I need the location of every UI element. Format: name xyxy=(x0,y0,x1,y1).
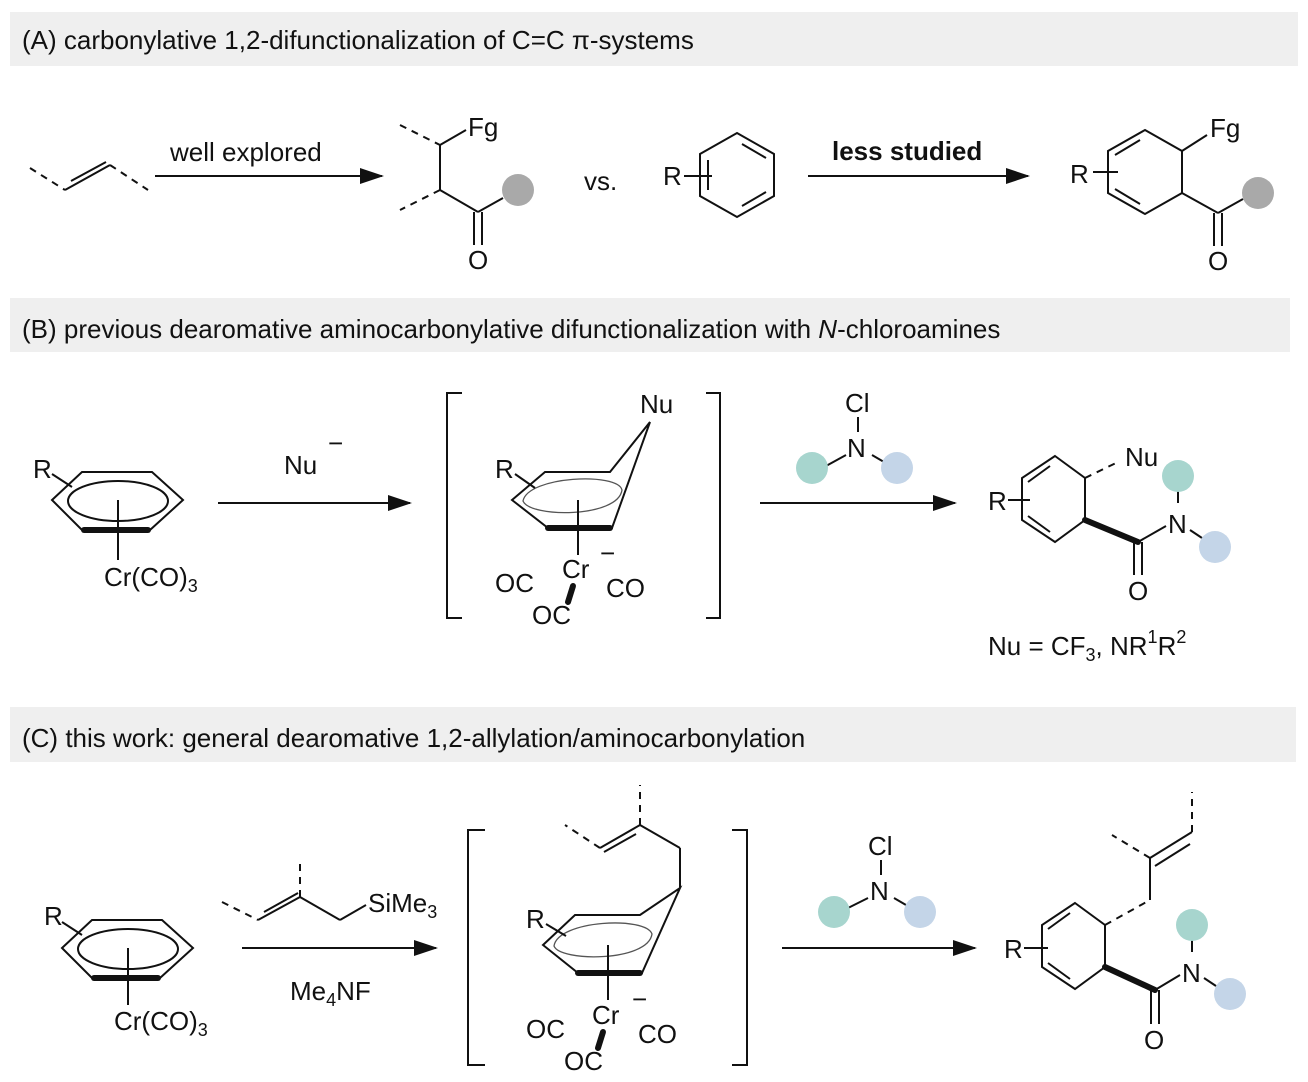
charge-label: − xyxy=(632,984,647,1014)
teal-group-circle xyxy=(1176,909,1208,941)
r-label: R xyxy=(988,486,1007,516)
fg-label: Fg xyxy=(468,112,498,142)
allylated-amide-product: R O N xyxy=(1004,792,1246,1055)
allylsilane-reagent: SiMe3 xyxy=(221,858,437,922)
blue-group-circle xyxy=(1214,978,1246,1010)
r-label: R xyxy=(44,901,63,931)
nu-label: Nu xyxy=(1125,442,1158,472)
alkene-substrate xyxy=(29,161,149,191)
teal-group-circle xyxy=(1162,460,1194,492)
section-c-header xyxy=(10,707,1296,762)
co-ligand-label: OC xyxy=(526,1014,565,1044)
amide-product: R Nu O N xyxy=(988,442,1231,606)
r-label: R xyxy=(526,904,545,934)
vs-label: vs. xyxy=(584,166,617,196)
oxygen-label: O xyxy=(1128,576,1148,606)
alkene-product: Fg O xyxy=(399,112,534,275)
me4nf-label: Me4NF xyxy=(290,976,371,1010)
co-ligand-label: OC xyxy=(495,568,534,598)
section-c: (C) this work: general dearomative 1,2-a… xyxy=(10,707,1296,1076)
section-a-header xyxy=(10,12,1298,66)
nu-label: Nu xyxy=(640,389,673,419)
n-chloroamine-reagent: Cl N xyxy=(818,831,936,928)
dearomatized-product: R Fg O xyxy=(1070,113,1274,276)
blue-group-circle xyxy=(1199,531,1231,563)
r-label: R xyxy=(33,454,52,484)
co-ligand-label: CO xyxy=(638,1019,677,1049)
oxygen-label: O xyxy=(1144,1025,1164,1055)
anionic-intermediate: Nu R Cr − OC CO OC xyxy=(446,389,721,630)
section-b-header xyxy=(10,298,1290,352)
section-c-title: (C) this work: general dearomative 1,2-a… xyxy=(22,723,805,753)
n-label: N xyxy=(870,876,889,906)
section-b: (B) previous dearomative aminocarbonylat… xyxy=(10,298,1290,665)
r-label: R xyxy=(663,161,682,191)
arrow-label: well explored xyxy=(169,137,322,167)
r-label: R xyxy=(495,454,514,484)
sime3-label: SiMe3 xyxy=(368,888,437,922)
n-label: N xyxy=(847,433,866,463)
oxygen-label: O xyxy=(468,245,488,275)
cr-label: Cr xyxy=(592,1000,620,1030)
cr-co3-label: Cr(CO)3 xyxy=(104,562,198,596)
teal-group-circle xyxy=(796,452,828,484)
r-label: R xyxy=(1070,159,1089,189)
nu-reagent-label: Nu xyxy=(284,450,317,480)
blue-group-circle xyxy=(881,452,913,484)
co-ligand-label: OC xyxy=(532,600,571,630)
n-label: N xyxy=(1182,958,1201,988)
fg-label: Fg xyxy=(1210,113,1240,143)
charge-label: − xyxy=(600,538,615,568)
gray-group-circle xyxy=(502,174,534,206)
n-label: N xyxy=(1168,509,1187,539)
section-a-title: (A) carbonylative 1,2-difunctionalizatio… xyxy=(22,25,694,55)
blue-group-circle xyxy=(904,896,936,928)
co-ligand-label: CO xyxy=(606,573,645,603)
n-chloroamine-reagent: Cl N xyxy=(796,388,913,484)
r-label: R xyxy=(1004,934,1023,964)
cl-label: Cl xyxy=(845,388,870,418)
arrow-label: less studied xyxy=(832,136,982,166)
section-a: (A) carbonylative 1,2-difunctionalizatio… xyxy=(10,12,1298,276)
section-b-title: (B) previous dearomative aminocarbonylat… xyxy=(22,314,1000,344)
teal-group-circle xyxy=(818,896,850,928)
cr-co3-label: Cr(CO)3 xyxy=(114,1006,208,1040)
cl-label: Cl xyxy=(868,831,893,861)
arene-substrate: R xyxy=(663,131,775,219)
oxygen-label: O xyxy=(1208,246,1228,276)
arene-chromium-complex: R Cr(CO)3 xyxy=(44,901,208,1040)
charge-label: − xyxy=(328,428,343,458)
co-ligand-label: OC xyxy=(564,1046,603,1076)
allyl-intermediate: R Cr − OC CO OC xyxy=(467,785,748,1076)
cr-label: Cr xyxy=(562,554,590,584)
nucleophile-definition: Nu = CF3, NR1R2 xyxy=(988,627,1186,665)
gray-group-circle xyxy=(1242,177,1274,209)
arene-chromium-complex: R Cr(CO)3 xyxy=(33,454,198,596)
